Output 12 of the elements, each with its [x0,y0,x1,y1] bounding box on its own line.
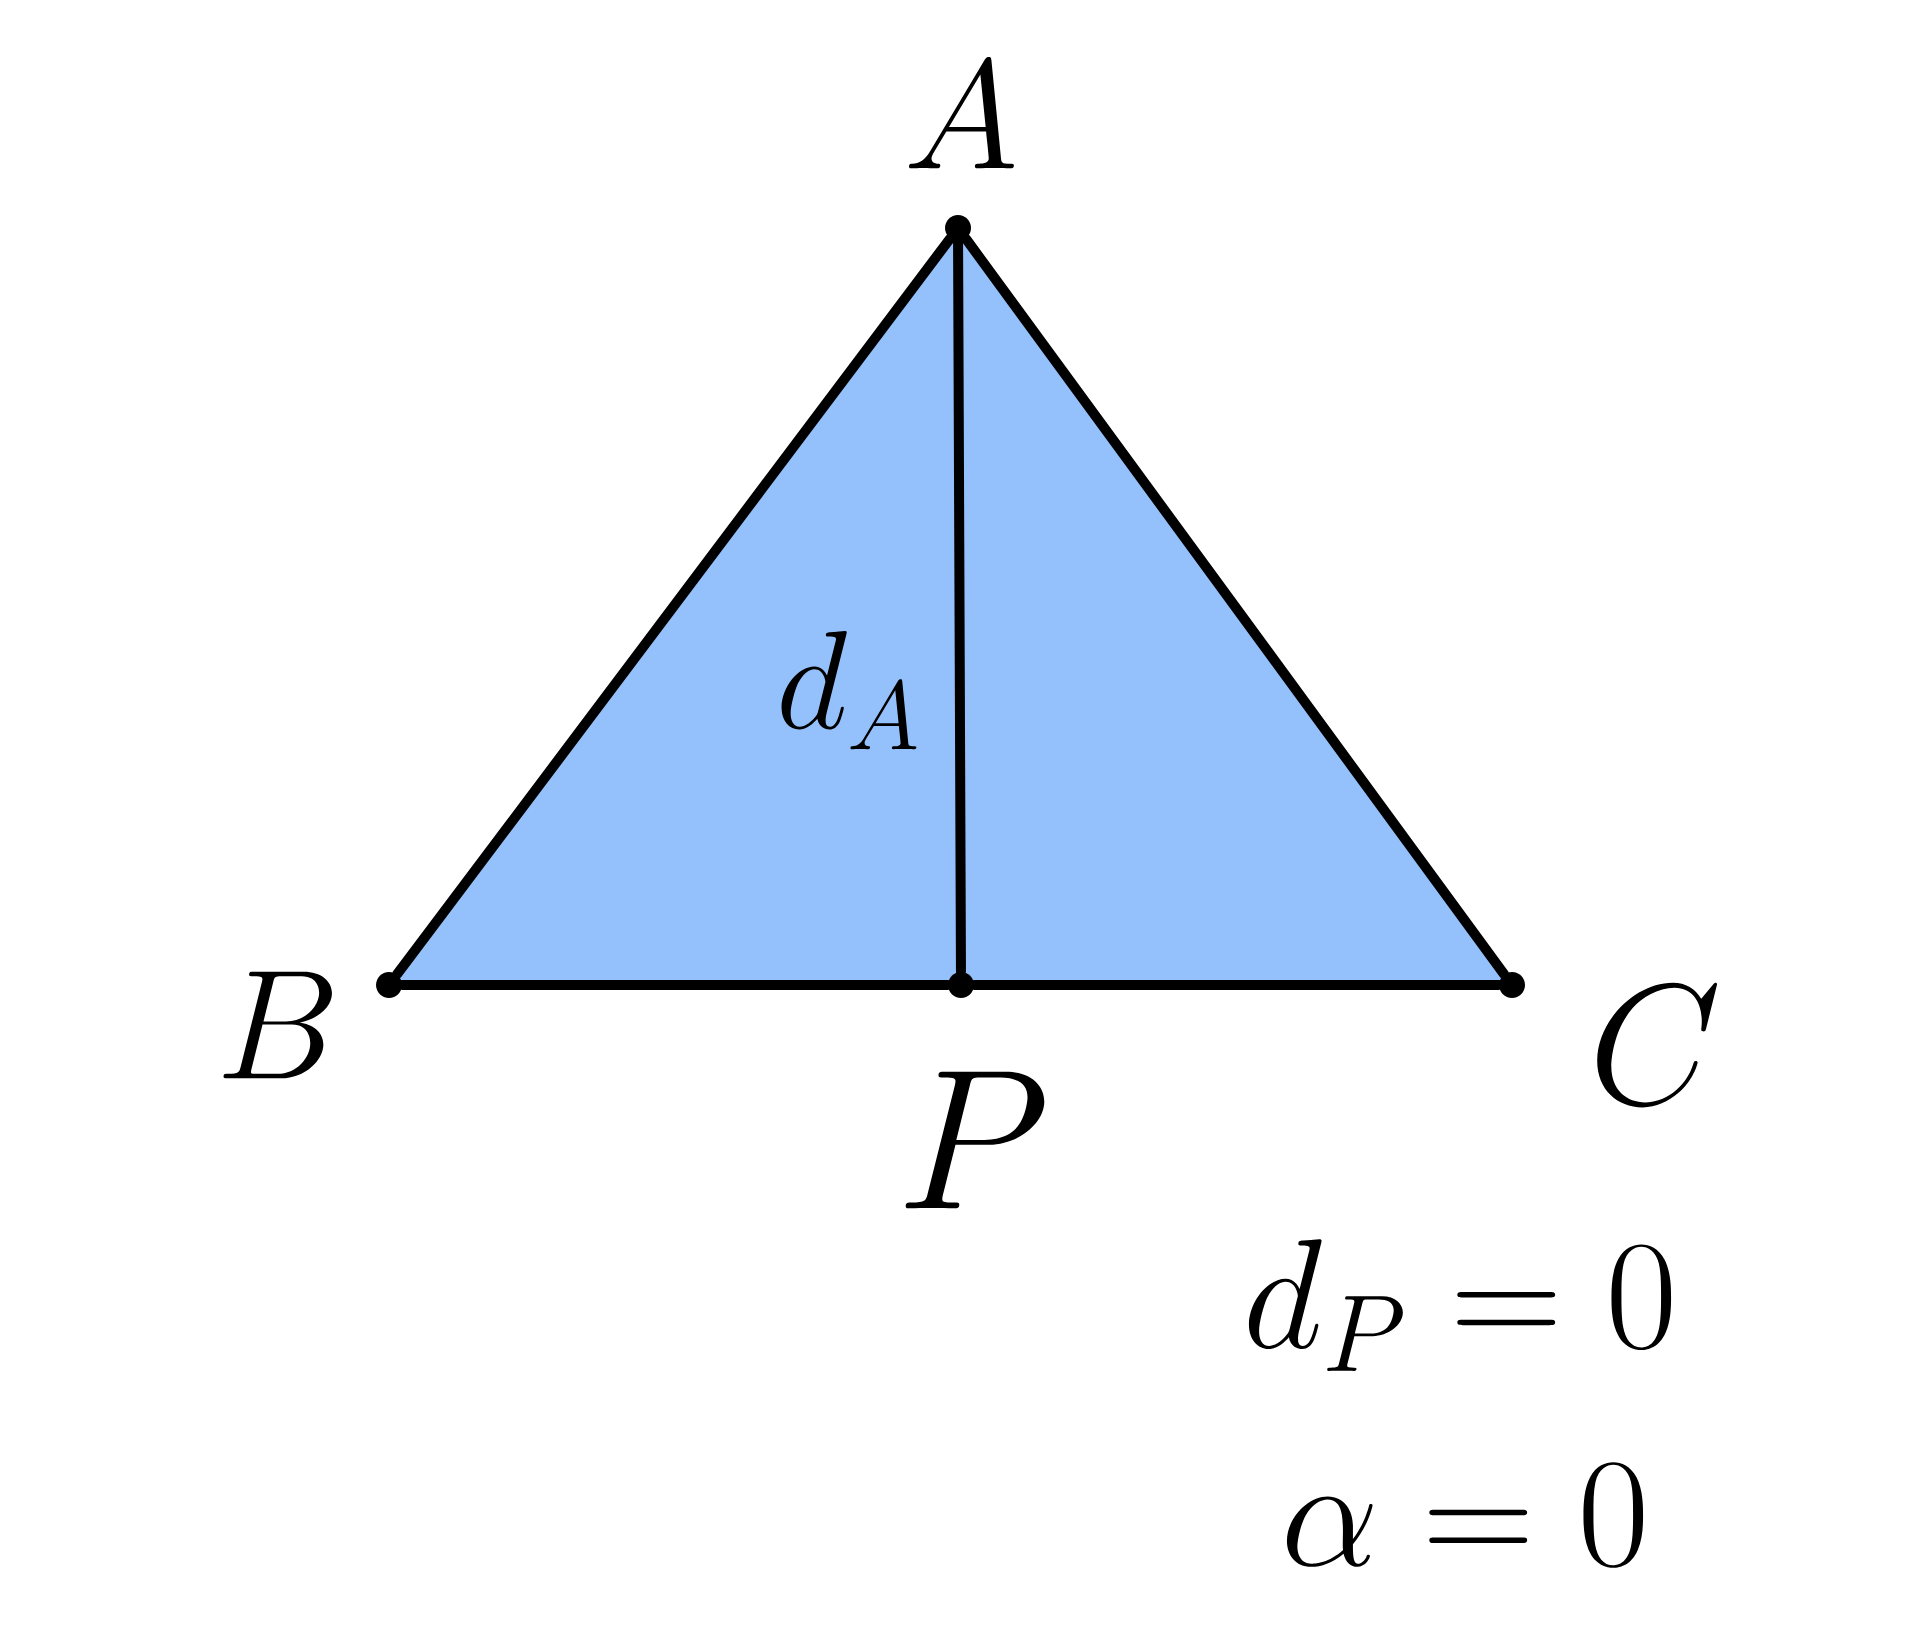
triangle-side [392,233,955,980]
vertex-dot [948,972,974,998]
edge-label: $d_A$ [771,626,925,754]
point-label: $B$ [223,971,332,1079]
equation: $d_P = 0$ [1248,1239,1672,1371]
point-label: $C$ [1597,982,1718,1108]
vertex-dot [1499,972,1525,998]
vertex-dot [376,972,402,998]
point-label: $A$ [909,56,1014,169]
equation: $\alpha = 0$ [1286,1462,1644,1568]
triangle-side [960,233,1510,980]
point-label: $P$ [905,1071,1045,1209]
